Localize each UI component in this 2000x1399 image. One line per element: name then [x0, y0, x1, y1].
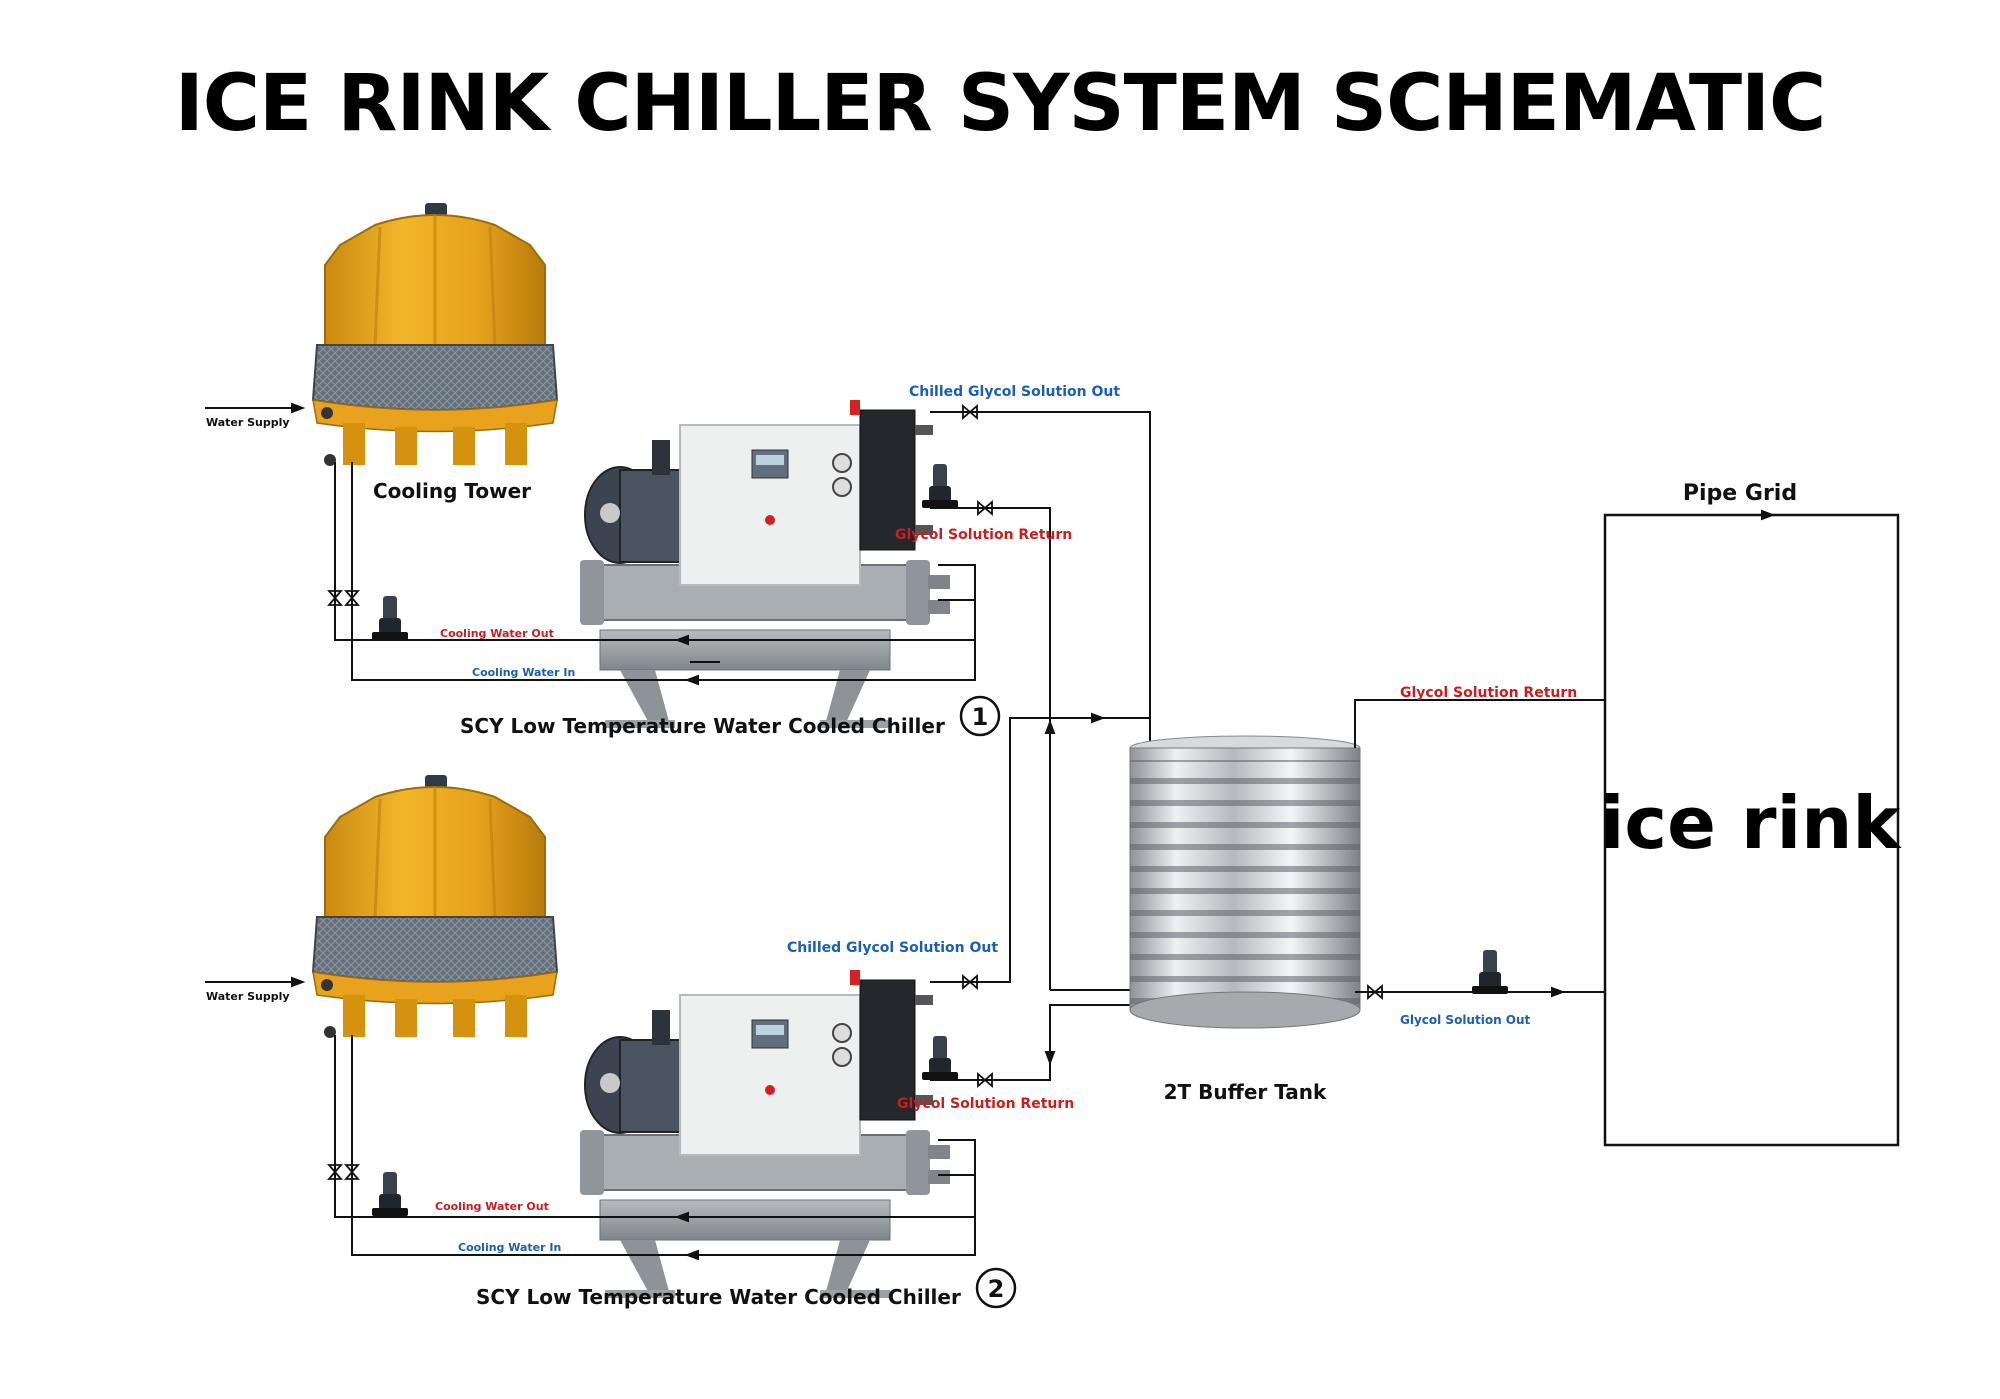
water-supply-label-1: Water Supply — [206, 416, 290, 429]
cooling-tower-label: Cooling Tower — [373, 479, 531, 503]
glycol-return-label-1: Glycol Solution Return — [895, 527, 1072, 543]
chiller-1-number-badge — [959, 695, 1001, 737]
cooling-water-in-label-1: Cooling Water In — [472, 666, 575, 679]
chiller-2-number: 2 — [988, 1275, 1005, 1303]
ice-rink-boundary — [1603, 513, 1900, 1147]
glycol-pump-1 — [922, 464, 958, 508]
chiller-1-label: SCY Low Temperature Water Cooled Chiller — [460, 714, 945, 738]
chiller-unit-2 — [579, 969, 951, 1299]
cooling-water-in-label-2: Cooling Water In — [458, 1241, 561, 1254]
glycol-out-label: Glycol Solution Out — [1400, 1013, 1531, 1027]
chiller-2-number-badge — [975, 1267, 1017, 1309]
grid-glycol-return-label: Glycol Solution Return — [1400, 685, 1577, 701]
buffer-tank — [1129, 735, 1361, 1029]
cooling-tower-2 — [311, 773, 559, 1040]
chilled-glycol-out-label-1: Chilled Glycol Solution Out — [909, 384, 1120, 400]
cooling-water-pump-2 — [372, 1172, 408, 1216]
buffer-tank-label: 2T Buffer Tank — [1164, 1080, 1327, 1104]
cooling-water-pump-1 — [372, 596, 408, 640]
chiller-2-label: SCY Low Temperature Water Cooled Chiller — [476, 1285, 961, 1309]
chiller-1-number: 1 — [972, 703, 989, 731]
water-supply-label-2: Water Supply — [206, 990, 290, 1003]
pipe-grid-label: Pipe Grid — [1683, 481, 1797, 506]
ice-rink-label: ice rink — [1600, 781, 1903, 865]
cooling-tower-1 — [311, 201, 559, 468]
cooling-water-out-label-1: Cooling Water Out — [440, 627, 554, 640]
diagram-title: ICE RINK CHILLER SYSTEM SCHEMATIC — [175, 59, 1826, 149]
chiller-unit-1 — [579, 399, 951, 729]
glycol-pump-2 — [922, 1036, 958, 1080]
chilled-glycol-out-label-2: Chilled Glycol Solution Out — [787, 940, 998, 956]
glycol-return-label-2: Glycol Solution Return — [897, 1096, 1074, 1112]
cooling-water-out-label-2: Cooling Water Out — [435, 1200, 549, 1213]
glycol-supply-pump — [1472, 950, 1508, 994]
